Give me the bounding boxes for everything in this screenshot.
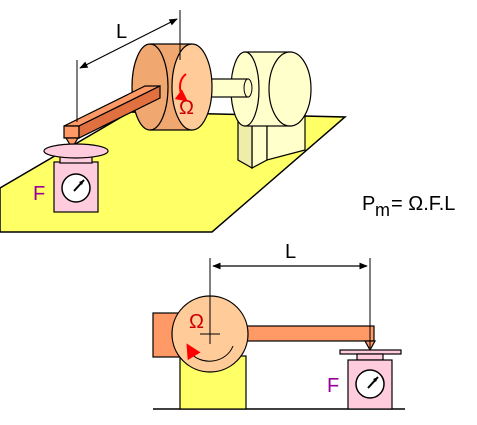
scale-top: F: [33, 143, 109, 213]
side-view: Ω L F: [152, 241, 405, 410]
omega-label-side: Ω: [189, 311, 204, 333]
force-label-top: F: [33, 183, 45, 205]
power-formula: P m = Ω.F.L: [362, 193, 455, 220]
rotation-arrow-top: [174, 73, 188, 102]
length-label-top: L: [116, 21, 127, 43]
gauge-dial-icon: [61, 173, 91, 203]
gauge-dial-icon: [355, 369, 385, 399]
formula-rest: = Ω.F.L: [391, 193, 455, 215]
formula-p: P: [362, 193, 375, 215]
dimension-top: L: [76, 10, 181, 122]
omega-label-top: Ω: [179, 97, 194, 119]
scale-bottom: F: [327, 349, 402, 410]
force-label-bottom: F: [327, 375, 339, 397]
dimension-bottom: L: [209, 241, 371, 348]
length-label-bottom: L: [285, 241, 296, 263]
torque-arm: [63, 85, 161, 150]
top-view: Ω L F P: [0, 10, 455, 233]
brake-drum-side: Ω: [171, 295, 249, 373]
formula-subscript: m: [375, 200, 390, 220]
motor: [230, 51, 312, 127]
